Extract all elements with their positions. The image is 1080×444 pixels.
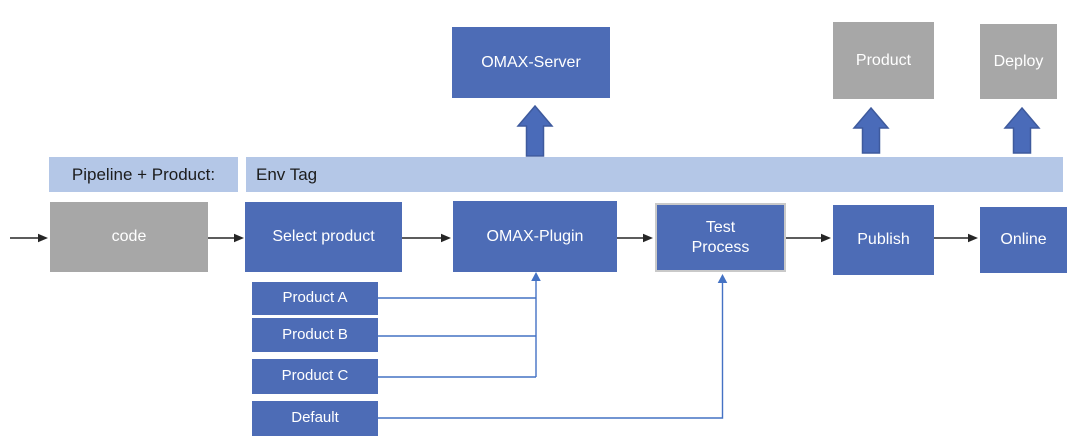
- product-b-label: Product B: [282, 325, 348, 343]
- code-label: code: [111, 228, 147, 245]
- omax-plugin-label: OMAX-Plugin: [486, 227, 584, 245]
- publish-label: Publish: [857, 231, 910, 248]
- env-tag-band: Env Tag: [246, 157, 1063, 192]
- product-c-node: Product C: [252, 359, 378, 394]
- test-process-node: Test Process: [655, 203, 786, 272]
- code-node: code: [50, 202, 208, 272]
- product-up-arrow: [852, 106, 890, 154]
- pipeline-product-band-label: Pipeline + Product:: [49, 157, 238, 192]
- env-tag-text: Env Tag: [256, 164, 318, 184]
- product-c-label: Product C: [281, 367, 349, 385]
- product-a-label: Product A: [282, 289, 348, 307]
- product-b-node: Product B: [252, 318, 378, 352]
- product-output-label: Product: [855, 51, 912, 69]
- publish-node: Publish: [833, 205, 934, 275]
- online-label: Online: [1000, 231, 1047, 248]
- deploy-label: Deploy: [993, 52, 1044, 70]
- default-label: Default: [291, 409, 339, 427]
- omax-plugin-node: OMAX-Plugin: [453, 201, 617, 272]
- select-product-node: Select product: [245, 202, 402, 272]
- omax-server-up-arrow: [516, 104, 554, 157]
- deploy-up-arrow: [1003, 106, 1041, 154]
- product-a-node: Product A: [252, 282, 378, 315]
- product-option-connectors: [378, 272, 728, 419]
- online-node: Online: [980, 207, 1067, 273]
- test-process-label: Test Process: [691, 218, 750, 256]
- block-up-arrows: [516, 104, 1041, 157]
- select-product-label: Select product: [272, 228, 375, 245]
- omax-server-node: OMAX-Server: [452, 27, 610, 98]
- product-output-node: Product: [833, 22, 934, 99]
- omax-server-label: OMAX-Server: [481, 53, 581, 71]
- default-node: Default: [252, 401, 378, 436]
- pipeline-product-text: Pipeline + Product:: [71, 164, 216, 184]
- deploy-node: Deploy: [980, 24, 1057, 99]
